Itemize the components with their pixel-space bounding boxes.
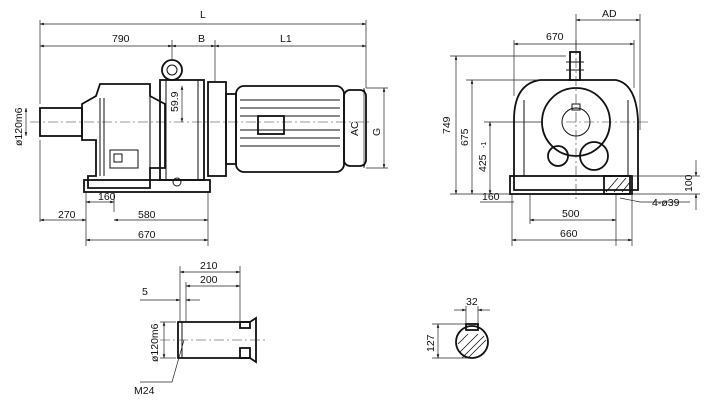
dim-59-9: 59.9 <box>169 91 181 112</box>
dim-B: B <box>198 33 205 45</box>
lifting-eye <box>161 59 183 81</box>
motor-flange <box>207 81 227 177</box>
dim-425: 425 <box>477 154 489 172</box>
front-view: L 790 B L1 ø120m6 59.9 AC G 160 580 <box>13 9 388 246</box>
dim-660: 660 <box>560 228 578 240</box>
dim-32: 32 <box>466 296 478 308</box>
motor-body <box>235 85 345 173</box>
dim-675: 675 <box>459 128 471 146</box>
dim-160-side: 160 <box>482 191 500 203</box>
dim-749: 749 <box>441 116 453 134</box>
shaft-detail: 210 200 5 ø120m6 M24 <box>134 260 268 397</box>
dim-580: 580 <box>138 209 156 221</box>
dim-270: 270 <box>58 209 76 221</box>
dim-shaft-dia: ø120m6 <box>13 107 25 146</box>
dim-holes: 4-ø39 <box>652 197 680 209</box>
gearbox-housing <box>81 83 166 189</box>
dim-AC: AC <box>349 121 361 136</box>
dim-AD: AD <box>602 8 617 20</box>
dim-L: L <box>200 9 206 21</box>
dim-670-side: 670 <box>546 31 564 43</box>
dim-L1: L1 <box>280 33 292 45</box>
dim-790: 790 <box>112 33 130 45</box>
gearbox-foot <box>83 179 211 193</box>
fan-cover <box>343 89 367 167</box>
dim-200: 200 <box>200 274 218 286</box>
terminal-box <box>257 115 285 135</box>
dim-shaft-detail-dia: ø120m6 <box>149 323 161 362</box>
dim-5: 5 <box>142 286 148 298</box>
intermediate-flange <box>159 79 205 181</box>
dim-G: G <box>371 128 383 136</box>
side-base <box>509 175 633 195</box>
dim-100: 100 <box>683 174 695 192</box>
dim-425-tol: -1 <box>481 142 488 148</box>
dim-127: 127 <box>425 334 437 352</box>
dim-500: 500 <box>562 208 580 220</box>
key-section: 32 127 <box>425 296 490 359</box>
side-view: AD 670 749 675 425 -1 160 500 660 <box>441 8 700 246</box>
side-housing <box>513 79 639 191</box>
dim-210: 210 <box>200 260 218 272</box>
dim-160-front: 160 <box>98 191 116 203</box>
side-lug <box>569 51 581 81</box>
dim-thread: M24 <box>134 385 155 397</box>
dim-670-front: 670 <box>138 229 156 241</box>
